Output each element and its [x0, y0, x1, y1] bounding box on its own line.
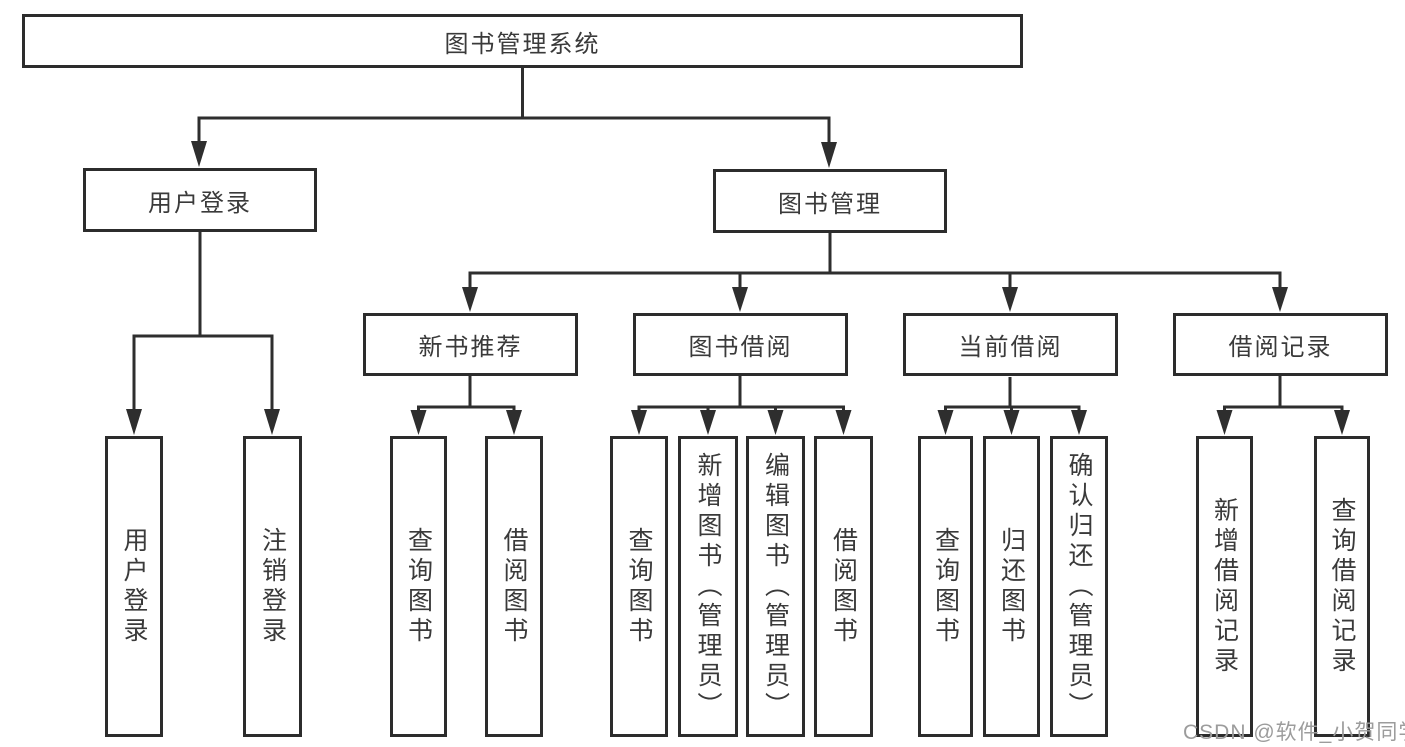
node-book-management-label: 图书管理 [778, 190, 882, 218]
arrowhead [506, 410, 522, 435]
leaf-user-login-label: 用户登录 [120, 526, 148, 647]
node-system-root-label: 图书管理系统 [444, 30, 601, 58]
node-new-book-recommend: 新书推荐 [363, 313, 578, 376]
node-book-management: 图书管理 [713, 169, 947, 233]
leaf-query-books-1: 查询图书 [390, 436, 447, 737]
node-book-borrowing: 图书借阅 [633, 313, 848, 376]
leaf-query-books-1-label: 查询图书 [404, 526, 433, 647]
leaf-edit-books-admin: 编辑图书（管理员） [746, 436, 805, 737]
arrowhead [1216, 410, 1233, 435]
leaf-return-books-label: 归还图书 [997, 526, 1026, 647]
leaf-query-books-3-label: 查询图书 [931, 526, 960, 647]
leaf-query-borrow-record: 查询借阅记录 [1314, 436, 1370, 737]
arrowhead [1002, 287, 1018, 312]
leaf-borrow-books-1: 借阅图书 [485, 436, 543, 737]
arrowhead [1334, 410, 1350, 435]
connector-current-to-children [944, 377, 1081, 412]
leaf-logout: 注销登录 [243, 436, 302, 737]
node-new-book-recommend-label: 新书推荐 [418, 334, 523, 361]
leaf-edit-books-admin-label: 编辑图书（管理员） [761, 451, 790, 722]
connector-root-to-level2 [197, 67, 831, 144]
node-current-borrowing-label: 当前借阅 [958, 334, 1063, 361]
arrowhead [732, 287, 748, 312]
leaf-query-books-3: 查询图书 [918, 436, 973, 737]
arrowhead [191, 141, 207, 167]
arrowhead [631, 410, 647, 435]
leaf-add-books-admin-label: 新增图书（管理员） [694, 451, 722, 722]
node-user-login: 用户登录 [83, 168, 317, 232]
leaf-confirm-return-admin-label: 确认归还（管理员） [1065, 451, 1093, 722]
connector-mgmt-to-level3 [468, 233, 1282, 289]
arrowhead [937, 410, 954, 435]
leaf-query-books-2-label: 查询图书 [625, 526, 653, 647]
arrowhead [410, 410, 427, 435]
leaf-borrow-books-2-label: 借阅图书 [829, 526, 858, 647]
node-borrowing-records-label: 借阅记录 [1228, 334, 1333, 361]
connector-borrowing-to-children [637, 376, 845, 412]
connector-newbook-to-children [417, 376, 516, 412]
connector-login-to-children [132, 232, 274, 411]
leaf-confirm-return-admin: 确认归还（管理员） [1050, 436, 1108, 737]
node-borrowing-records: 借阅记录 [1173, 313, 1388, 376]
leaf-return-books: 归还图书 [983, 436, 1040, 737]
csdn-watermark: CSDN @软件_小贺同学 [1183, 721, 1405, 744]
node-system-root: 图书管理系统 [22, 14, 1023, 68]
leaf-query-borrow-record-label: 查询借阅记录 [1328, 496, 1356, 677]
node-user-login-label: 用户登录 [148, 189, 252, 217]
leaf-borrow-books-1-label: 借阅图书 [500, 526, 528, 647]
leaf-logout-label: 注销登录 [258, 526, 287, 647]
arrowhead [1272, 287, 1288, 312]
node-book-borrowing-label: 图书借阅 [688, 334, 793, 361]
arrowhead [462, 287, 478, 312]
node-current-borrowing: 当前借阅 [903, 313, 1118, 376]
leaf-add-borrow-record-label: 新增借阅记录 [1210, 496, 1239, 677]
leaf-add-borrow-record: 新增借阅记录 [1196, 436, 1253, 737]
leaf-borrow-books-2: 借阅图书 [814, 436, 873, 737]
leaf-add-books-admin: 新增图书（管理员） [678, 436, 738, 737]
leaf-user-login: 用户登录 [105, 436, 163, 737]
arrowhead [1071, 410, 1087, 435]
arrowhead [264, 409, 280, 435]
arrowhead [835, 410, 852, 435]
arrowhead [126, 409, 142, 435]
arrowhead [821, 142, 837, 168]
leaf-query-books-2: 查询图书 [610, 436, 668, 737]
arrowhead [700, 410, 716, 435]
arrowhead [1003, 410, 1020, 435]
connector-records-to-children [1223, 376, 1344, 412]
arrowhead [767, 410, 784, 435]
